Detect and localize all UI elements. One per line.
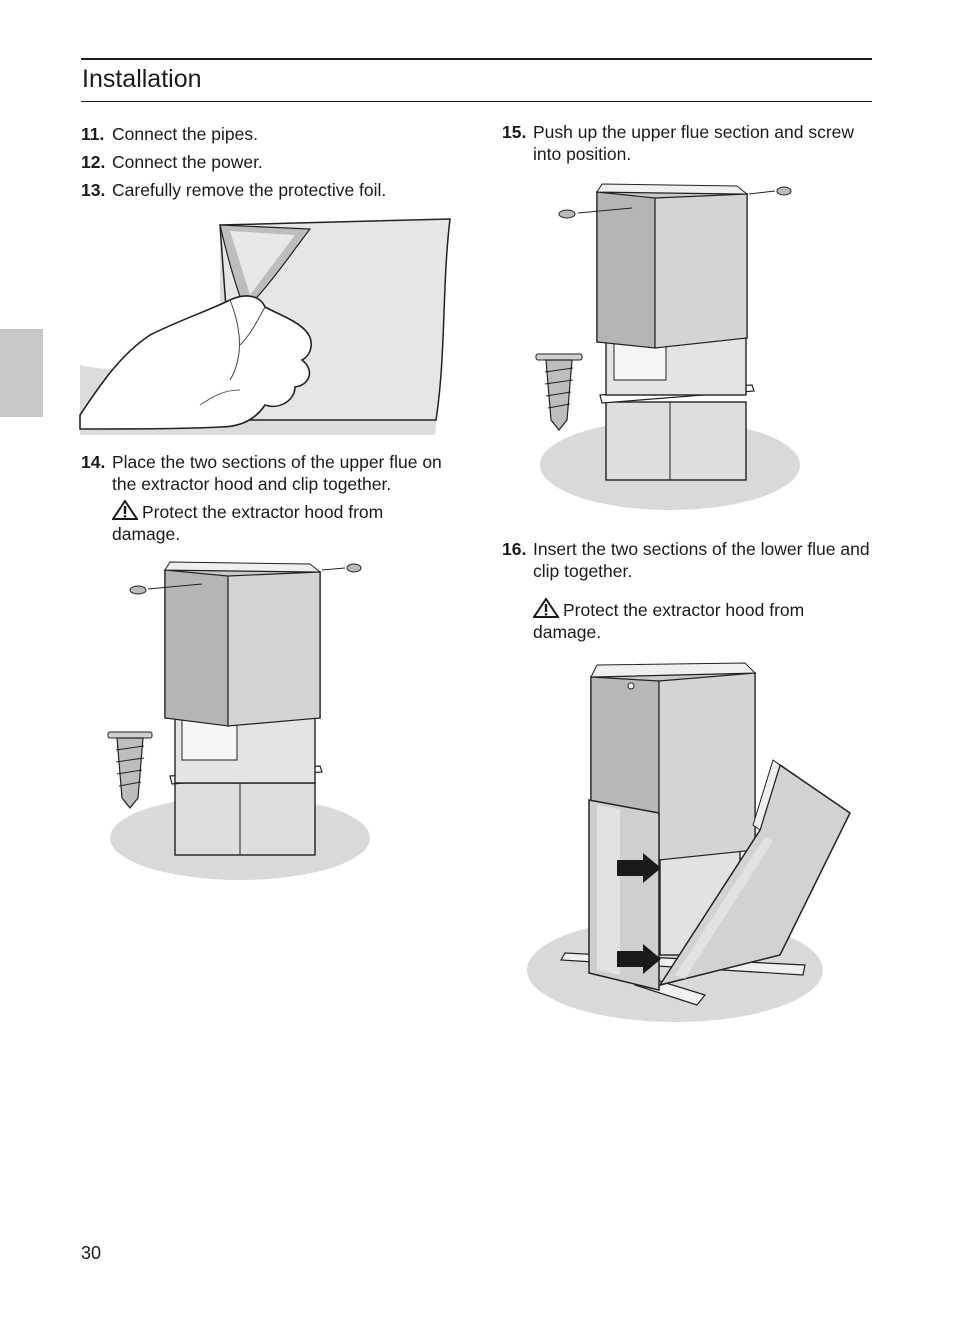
illustration-remove-foil — [79, 218, 451, 435]
step-text: Insert the two sections of the lower flu… — [533, 539, 870, 581]
warning-notice: Protect the extractor hood from damage. — [111, 499, 442, 545]
step-12: 12. Connect the power. — [81, 152, 461, 174]
illustration-upper-flue-clip — [107, 561, 370, 880]
page-number: 30 — [81, 1243, 102, 1263]
warning-text: Protect the extractor hood from damage. — [112, 502, 384, 544]
step-number: 11. — [81, 124, 105, 144]
step-number: 12. — [81, 152, 106, 172]
warning-triangle-icon — [111, 499, 139, 520]
step-15: 15. Push up the upper flue section and s… — [502, 122, 872, 165]
step-16: 16. Insert the two sections of the lower… — [502, 539, 872, 582]
step-text: Connect the power. — [112, 152, 263, 172]
step-number: 15. — [502, 122, 527, 142]
step-text: Place the two sections of the upper flue… — [112, 452, 442, 494]
illustration-push-up-flue — [535, 183, 800, 510]
header-top-rule — [81, 58, 872, 60]
section-side-tab — [0, 329, 43, 417]
step-text: Carefully remove the protective foil. — [112, 180, 387, 200]
header-bottom-rule — [81, 101, 872, 102]
warning-text: Protect the extractor hood from damage. — [533, 600, 805, 642]
step-11: 11. Connect the pipes. — [81, 124, 461, 146]
illustration-lower-flue-clip — [527, 662, 851, 1022]
step-13: 13. Carefully remove the protective foil… — [81, 180, 461, 202]
warning-triangle-icon — [532, 597, 560, 618]
step-number: 14. — [81, 452, 106, 472]
step-14: 14. Place the two sections of the upper … — [81, 452, 456, 495]
step-text: Push up the upper flue section and screw… — [533, 122, 855, 164]
step-number: 16. — [502, 539, 527, 559]
page-title: Installation — [82, 65, 202, 93]
step-number: 13. — [81, 180, 106, 200]
warning-notice: Protect the extractor hood from damage. — [532, 597, 863, 643]
step-text: Connect the pipes. — [112, 124, 258, 144]
